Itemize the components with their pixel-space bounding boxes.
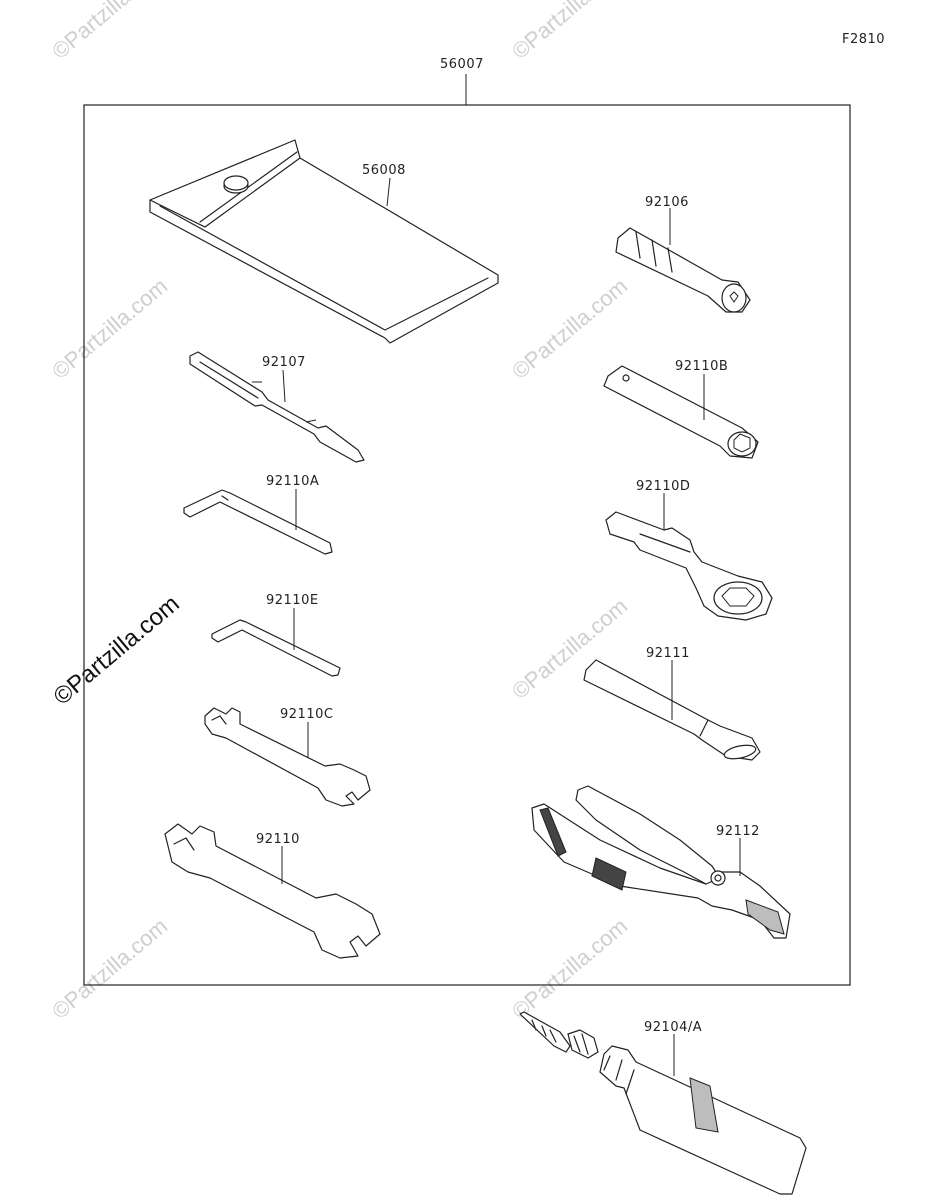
part-label-56008: 56008 <box>362 163 406 178</box>
watermark: ©Partzilla.com <box>507 913 632 1024</box>
ring-wrench-icon: 92110D <box>605 479 773 621</box>
open-end-wrench-icon: 92110 <box>164 823 381 959</box>
watermark: ©Partzilla.com <box>47 0 172 64</box>
part-label-92110C: 92110C <box>280 707 333 722</box>
part-label-92104-A: 92104/A <box>644 1020 702 1035</box>
hex-key-icon: 92110A <box>183 474 333 555</box>
watermark: ©Partzilla.com <box>47 273 172 384</box>
part-label-56007: 56007 <box>440 57 484 72</box>
part-label-92111: 92111 <box>646 646 690 661</box>
part-label-92106: 92106 <box>645 195 689 210</box>
grease-tube-icon: 92104/A <box>519 1011 807 1195</box>
screwdriver-icon: 92107 <box>189 351 365 463</box>
tool-bag-icon: 56008 <box>149 139 499 344</box>
part-label-92110D: 92110D <box>636 479 690 494</box>
watermark: ©Partzilla.com <box>507 273 632 384</box>
watermark-group: ©Partzilla.com ©Partzilla.com ©Partzilla… <box>47 0 632 1024</box>
watermark: ©Partzilla.com <box>507 0 632 64</box>
watermark-prominent: ©Partzilla.com <box>49 590 185 710</box>
part-label-92112: 92112 <box>716 824 760 839</box>
part-label-92110: 92110 <box>256 832 300 847</box>
part-label-92110E: 92110E <box>266 593 319 608</box>
part-label-92107: 92107 <box>262 355 306 370</box>
handle-bar-icon: 92111 <box>583 646 761 761</box>
part-label-92110B: 92110B <box>675 359 728 374</box>
pliers-icon: 92112 <box>531 785 791 939</box>
box-wrench-icon: 92110B <box>603 359 759 459</box>
open-end-wrench-icon: 92110C <box>204 707 371 807</box>
plug-tool-icon: 92106 <box>615 195 751 313</box>
figure-code: F2810 <box>842 32 885 47</box>
part-label-92110A: 92110A <box>266 474 319 489</box>
watermark: ©Partzilla.com <box>47 913 172 1024</box>
assembly-frame: 56007 <box>83 57 851 986</box>
hex-key-icon: 92110E <box>211 593 341 677</box>
